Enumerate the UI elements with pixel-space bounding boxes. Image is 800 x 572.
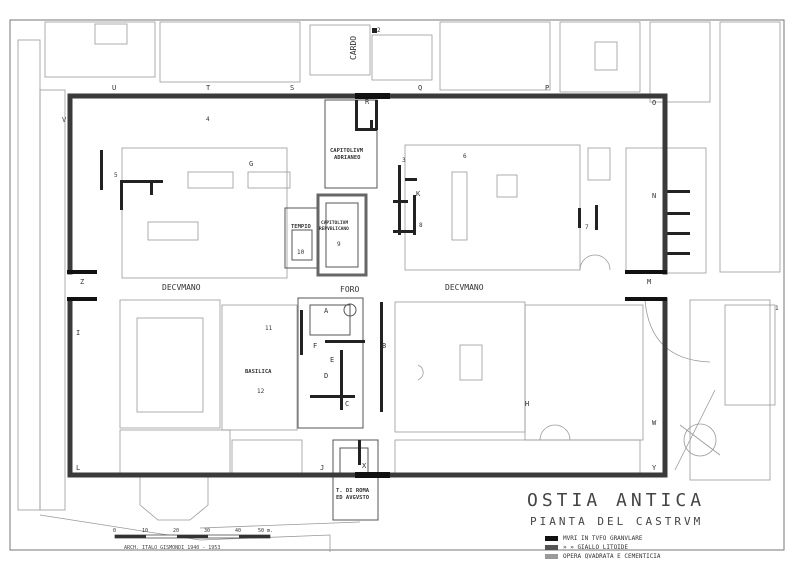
letter-c: C xyxy=(345,400,349,408)
letter-m: M xyxy=(647,278,651,286)
letter-d: D xyxy=(324,372,328,380)
legend-swatch xyxy=(545,545,558,550)
roma-label-1: T. DI ROMA xyxy=(336,488,370,494)
number-12: 12 xyxy=(257,388,265,395)
letter-z: Z xyxy=(80,278,84,286)
room-numbers: 1 2 3 4 5 6 7 8 9 10 11 12 xyxy=(114,27,779,395)
map-title: OSTIA ANTICA xyxy=(527,490,706,511)
tempio-label: TEMPIO xyxy=(291,224,312,230)
number-6: 6 xyxy=(463,153,467,160)
capitolium-label-1: CAPITOLIVM xyxy=(330,148,364,154)
legend-swatch xyxy=(545,536,558,541)
number-5: 5 xyxy=(114,172,118,179)
letter-g: G xyxy=(249,160,253,168)
scale-tick: 10 xyxy=(142,528,148,534)
decumano-east-label: DECVMANO xyxy=(445,283,484,292)
building-labels: CAPITOLIVM ADRIANEO CAPITOLIVM REPVBLICA… xyxy=(245,148,370,501)
decumano-west-label: DECVMANO xyxy=(162,283,201,292)
letter-q: Q xyxy=(418,84,422,92)
map-subtitle: PIANTA DEL CASTRVM xyxy=(530,515,704,528)
scale-tick: 50 m. xyxy=(258,528,273,534)
legend-item: » » GIALLO LITOIDE xyxy=(545,543,661,552)
letter-j: J xyxy=(320,464,324,472)
letter-r: R xyxy=(365,98,370,106)
number-9: 9 xyxy=(337,241,341,248)
letter-n: N xyxy=(652,192,656,200)
perimeter-letters: U T S R Q P O V Z I L J X Y W N M K G F … xyxy=(62,84,657,472)
legend-swatch xyxy=(545,554,558,559)
wall-fragments xyxy=(100,28,690,465)
letter-k: K xyxy=(416,190,421,198)
author-credit: ARCH. ITALO GISMONDI 1940 - 1953 xyxy=(124,545,221,551)
letter-y: Y xyxy=(652,464,657,472)
street-labels: DECVMANO DECVMANO FORO CARDO xyxy=(162,36,484,294)
scale-tick: 0 xyxy=(113,528,116,534)
letter-t: T xyxy=(206,84,211,92)
letter-f: F xyxy=(313,342,317,350)
legend-label: » » GIALLO LITOIDE xyxy=(563,544,629,551)
scale-ticks: 0 10 20 30 40 50 m. xyxy=(113,528,273,534)
letter-p: P xyxy=(545,84,549,92)
number-8: 8 xyxy=(419,222,423,229)
letter-u: U xyxy=(112,84,116,92)
capitolium-rep-label-1: CAPITOLIVM xyxy=(321,220,348,226)
number-4: 4 xyxy=(206,116,210,123)
legend-label: OPERA QVADRATA E CEMENTICIA xyxy=(563,553,661,560)
gate-marks xyxy=(67,93,667,478)
scale-tick: 30 xyxy=(204,528,210,534)
letter-v: V xyxy=(62,116,67,124)
roma-label-2: ED AVGVSTO xyxy=(336,495,370,501)
legend: MVRI IN TVFO GRANVLARE » » GIALLO LITOID… xyxy=(545,534,661,561)
foro-label: FORO xyxy=(340,285,359,294)
letter-h: H xyxy=(525,400,529,408)
number-10: 10 xyxy=(297,249,305,256)
letter-i: I xyxy=(76,329,80,337)
letter-x: X xyxy=(362,462,367,470)
letter-l: L xyxy=(76,464,80,472)
letter-e: E xyxy=(330,356,334,364)
capitolium-label-2: ADRIANEO xyxy=(334,155,361,161)
number-7: 7 xyxy=(585,224,589,231)
scale-tick: 20 xyxy=(173,528,179,534)
surrounding-buildings xyxy=(17,21,781,552)
legend-item: OPERA QVADRATA E CEMENTICIA xyxy=(545,552,661,561)
scale-bar xyxy=(114,534,271,539)
letter-o: O xyxy=(652,99,656,107)
scale-tick: 40 xyxy=(235,528,241,534)
legend-item: MVRI IN TVFO GRANVLARE xyxy=(545,534,661,543)
central-buildings xyxy=(284,99,379,521)
map-frame xyxy=(9,19,785,551)
letter-s: S xyxy=(290,84,294,92)
letter-w: W xyxy=(652,419,657,427)
capitolium-rep-label-2: REPVBLICANO xyxy=(319,226,349,232)
legend-label: MVRI IN TVFO GRANVLARE xyxy=(563,535,643,542)
letter-a: A xyxy=(324,307,329,315)
number-2: 2 xyxy=(377,27,381,34)
cardo-label: CARDO xyxy=(349,36,358,60)
number-3: 3 xyxy=(402,157,406,164)
number-11: 11 xyxy=(265,325,273,332)
letter-b: B xyxy=(382,342,386,350)
basilica-label: BASILICA xyxy=(245,369,272,375)
number-1: 1 xyxy=(775,305,779,312)
